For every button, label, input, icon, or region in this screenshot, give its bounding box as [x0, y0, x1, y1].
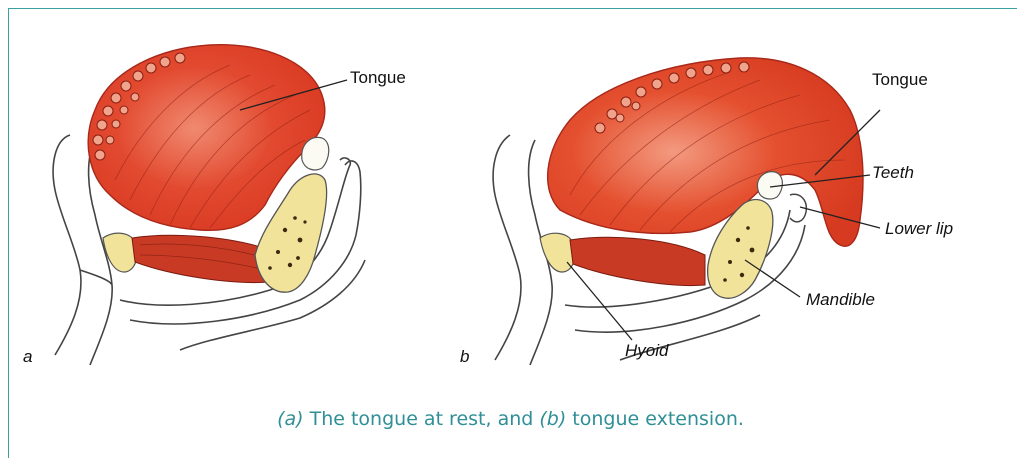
floor-muscle-b — [570, 237, 705, 285]
panel-letter-a: a — [23, 347, 32, 366]
panel-letter-b: b — [460, 347, 469, 366]
label-hyoid-b: Hyoid — [625, 341, 669, 360]
label-tongue-a: Tongue — [350, 68, 406, 87]
caption-ref-b: (b) — [539, 408, 566, 430]
tongue-muscle-b — [548, 58, 863, 246]
label-tongue-b: Tongue — [872, 70, 928, 89]
label-lower-lip-b: Lower lip — [885, 219, 953, 238]
figure-caption: (a) The tongue at rest, and (b) tongue e… — [0, 408, 1021, 430]
caption-text-b: tongue extension. — [566, 408, 744, 430]
tongue-figure: Tongue a Tongue Teeth Lower lip Mandible… — [0, 0, 1021, 400]
caption-ref-a: (a) — [277, 408, 303, 430]
label-teeth-b: Teeth — [872, 163, 914, 182]
label-mandible-b: Mandible — [806, 290, 875, 309]
panel-a — [53, 45, 365, 365]
caption-text-a: The tongue at rest, and — [304, 408, 540, 430]
panel-b — [493, 58, 880, 365]
